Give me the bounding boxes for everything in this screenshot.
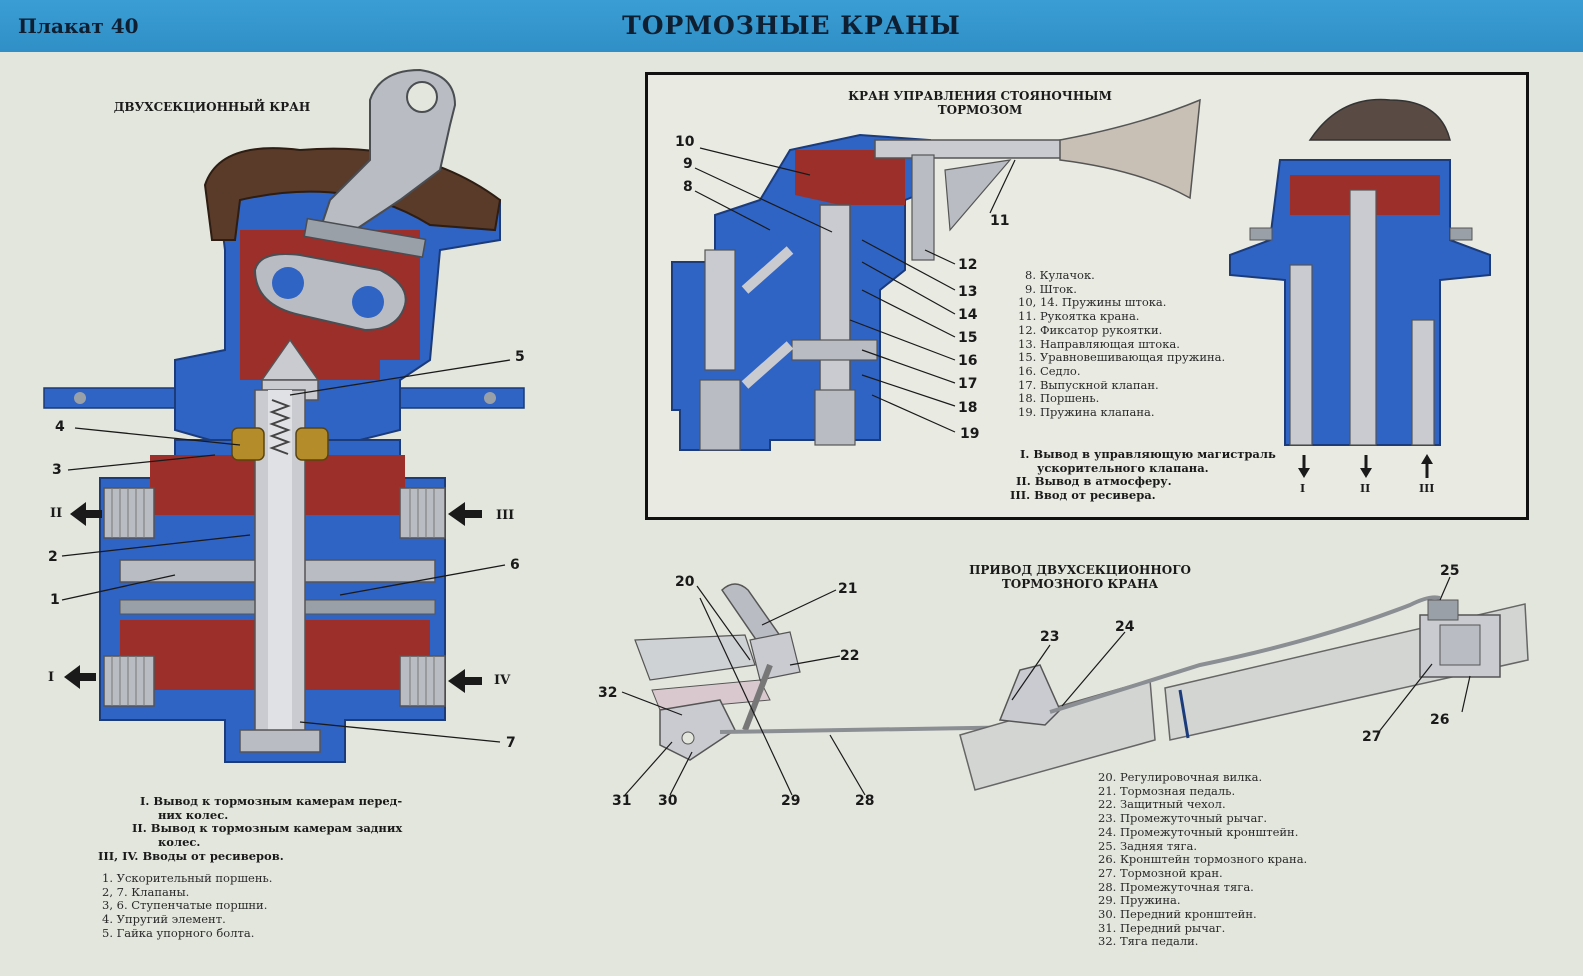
- callout-26: 26: [1430, 712, 1450, 728]
- callout-8: 8: [683, 179, 693, 195]
- drive-leader-lines: [621, 576, 1471, 796]
- callout-9: 9: [683, 156, 693, 172]
- parking-valve-stem: [819, 204, 851, 416]
- callout-22: 22: [840, 648, 860, 664]
- callout-15: 15: [958, 330, 978, 346]
- arrow-out-i: [64, 665, 96, 689]
- poster-number: Плакат 40: [18, 14, 139, 38]
- callout-29: 29: [781, 793, 801, 809]
- handle-latch: [911, 154, 935, 261]
- drive-legend: 20. Регулировочная вилка. 21. Тормозная …: [1098, 770, 1308, 949]
- protective-cover: [749, 631, 801, 681]
- port-iii: [399, 487, 446, 539]
- brake-valve: [1439, 624, 1481, 666]
- arrow-label-ii: II: [1360, 482, 1371, 495]
- callout-27: 27: [1362, 729, 1382, 745]
- callout-19: 19: [960, 426, 980, 442]
- callout-17: 17: [958, 376, 978, 392]
- port-label-iii: III: [496, 508, 515, 523]
- callout-21: 21: [838, 581, 858, 597]
- port-label-iv: IV: [494, 673, 511, 688]
- callout-20: 20: [675, 574, 695, 590]
- parking-valve-body: [671, 133, 931, 451]
- callout-1: 1: [50, 592, 60, 608]
- callout-25: 25: [1440, 563, 1460, 579]
- callout-11: 11: [990, 213, 1010, 229]
- poster-title: ТОРМОЗНЫЕ КРАНЫ: [622, 11, 961, 40]
- inset-legend: 8. Кулачок. 9. Шток. 10, 14. Пружины што…: [1018, 268, 1226, 420]
- front-bracket: [659, 699, 736, 761]
- arrow-label-i: I: [1300, 482, 1306, 495]
- inset-leader-lines: [694, 147, 1016, 433]
- poster-header: Плакат 40 ТОРМОЗНЫЕ КРАНЫ: [0, 0, 1583, 52]
- inset-title: КРАН УПРАВЛЕНИЯ СТОЯНОЧНЫМ ТОРМОЗОМ: [848, 89, 1112, 117]
- left-leader-lines: [61, 359, 511, 743]
- parking-port-arrows: [1298, 454, 1433, 478]
- callout-3: 3: [52, 462, 62, 478]
- callout-12: 12: [958, 257, 978, 273]
- parking-handle-grip: [1059, 98, 1201, 200]
- left-bold-legend: I. Вывод к тормозным камерам перед- них …: [98, 794, 403, 863]
- callout-32: 32: [598, 685, 618, 701]
- callout-4: 4: [55, 419, 65, 435]
- parking-valve-cam-chamber: [795, 150, 905, 205]
- port-label-i: I: [48, 670, 55, 685]
- callout-24: 24: [1115, 619, 1135, 635]
- frame-rail-front: [959, 679, 1156, 791]
- callout-31: 31: [612, 793, 632, 809]
- callout-23: 23: [1040, 629, 1060, 645]
- callout-18: 18: [958, 400, 978, 416]
- callout-5: 5: [515, 349, 525, 365]
- arrow-in-iii: [448, 502, 482, 526]
- rear-rod: [1049, 595, 1441, 714]
- inset-bold-legend: I. Вывод в управляющую магистраль ускори…: [1010, 447, 1276, 503]
- drive-title: ПРИВОД ДВУХСЕКЦИОННОГО ТОРМОЗНОГО КРАНА: [969, 563, 1191, 591]
- port-iv: [399, 655, 446, 707]
- arrow-label-iii: III: [1419, 482, 1435, 495]
- intermediate-lever: [998, 664, 1061, 726]
- callout-30: 30: [658, 793, 678, 809]
- callout-6: 6: [510, 557, 520, 573]
- left-legend: 1. Ускорительный поршень. 2, 7. Клапаны.…: [102, 871, 273, 940]
- callout-28: 28: [855, 793, 875, 809]
- left-section-title: ДВУХСЕКЦИОННЫЙ КРАН: [113, 100, 311, 114]
- arrow-out-ii: [70, 502, 102, 526]
- callout-2: 2: [48, 549, 58, 565]
- port-label-ii: II: [50, 506, 63, 521]
- callout-10: 10: [675, 134, 695, 150]
- callout-16: 16: [958, 353, 978, 369]
- arrow-in-iv: [448, 669, 482, 693]
- callout-13: 13: [958, 284, 978, 300]
- callout-14: 14: [958, 307, 978, 323]
- callout-7: 7: [506, 735, 516, 751]
